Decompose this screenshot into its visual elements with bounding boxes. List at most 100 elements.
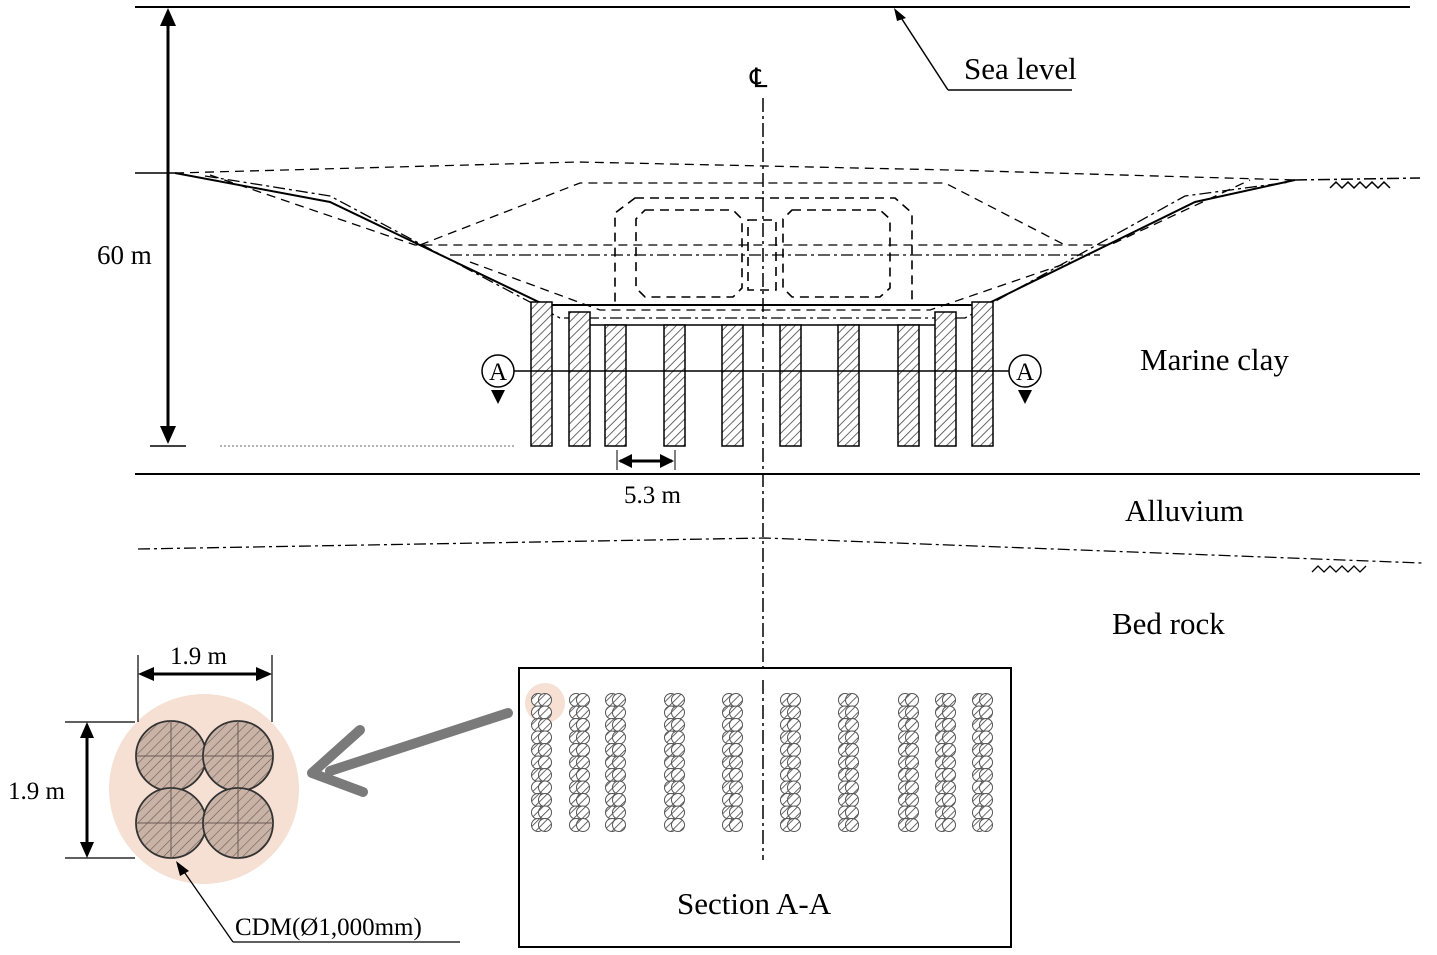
cdm-column-plan — [905, 780, 919, 795]
cdm-column-plan — [942, 755, 956, 770]
cdm-label: CDM(Ø1,000mm) — [235, 914, 422, 941]
cdm-column-elevation — [530, 301, 553, 447]
cdm-column-elevation — [837, 324, 860, 447]
cdm-column-plan — [845, 818, 859, 832]
seabed-line — [135, 172, 1421, 190]
cdm-column-plan — [905, 805, 919, 820]
cdm-column-plan — [845, 743, 859, 757]
cdm-column-plan — [671, 693, 685, 707]
cdm-column-plan — [979, 730, 993, 745]
cdm-detail-group — [135, 720, 274, 859]
cdm-column-plan — [538, 693, 552, 707]
cdm-column-plan — [576, 718, 590, 732]
cdm-column-plan — [845, 768, 859, 782]
cdm-column-plan — [905, 730, 919, 745]
cdm-column-plan — [905, 818, 919, 832]
cdm-column-plan — [942, 718, 956, 732]
cdm-column-plan — [729, 818, 743, 832]
cdm-columns-elevation — [530, 301, 994, 447]
cdm-column-plan — [942, 805, 956, 820]
cdm-column-plan — [671, 743, 685, 757]
cdm-column-plan — [845, 705, 859, 720]
cdm-columns-plan — [531, 693, 993, 832]
section-marker-left-label: A — [489, 359, 507, 386]
cdm-column-plan — [905, 718, 919, 732]
cdm-column-elevation — [779, 324, 802, 447]
cdm-column-plan — [576, 768, 590, 782]
cdm-column-plan — [538, 793, 552, 807]
cdm-column-plan — [942, 743, 956, 757]
cdm-column-plan — [729, 755, 743, 770]
cdm-column-plan — [538, 755, 552, 770]
section-title: Section A-A — [677, 886, 832, 921]
cdm-column-plan — [671, 818, 685, 832]
cdm-column-plan — [905, 755, 919, 770]
cdm-column-plan — [538, 743, 552, 757]
cdm-column-plan — [671, 755, 685, 770]
cdm-column-plan — [612, 768, 626, 782]
cdm-circle — [135, 787, 207, 859]
section-marker-right — [1008, 354, 1042, 404]
cdm-column-plan — [905, 793, 919, 807]
cdm-column-plan — [979, 805, 993, 820]
detail-height-label: 1.9 m — [8, 778, 66, 805]
cdm-column-plan — [979, 693, 993, 707]
cdm-column-plan — [845, 718, 859, 732]
cdm-column-plan — [729, 780, 743, 795]
cdm-column-plan — [612, 818, 626, 832]
cdm-column-plan — [729, 743, 743, 757]
cdm-column-plan — [942, 730, 956, 745]
cdm-column-plan — [671, 805, 685, 820]
cdm-column-plan — [787, 705, 801, 720]
cdm-column-plan — [576, 693, 590, 707]
detail-highlight — [109, 694, 299, 884]
cdm-column-elevation — [604, 324, 627, 447]
cdm-column-plan — [942, 780, 956, 795]
marine-clay-label: Marine clay — [1140, 342, 1289, 377]
section-marker-right-label: A — [1016, 359, 1034, 386]
cdm-column-plan — [729, 768, 743, 782]
cdm-column-plan — [787, 755, 801, 770]
cdm-column-plan — [905, 768, 919, 782]
cdm-column-plan — [905, 693, 919, 707]
trench-outline — [174, 161, 1296, 319]
cdm-column-plan — [979, 780, 993, 795]
cdm-column-plan — [576, 705, 590, 720]
centerline-symbol: ℄ — [749, 63, 768, 93]
cdm-column-plan — [612, 743, 626, 757]
cdm-column-plan — [729, 730, 743, 745]
cdm-column-plan — [787, 730, 801, 745]
cdm-column-plan — [845, 780, 859, 795]
cdm-column-plan — [538, 730, 552, 745]
detail-height-dimension — [65, 721, 135, 859]
cdm-column-plan — [576, 730, 590, 745]
cdm-column-plan — [612, 705, 626, 720]
detail-pointer-arrow — [307, 708, 513, 797]
cdm-column-plan — [942, 793, 956, 807]
cdm-column-plan — [612, 693, 626, 707]
cdm-column-plan — [787, 718, 801, 732]
cdm-column-plan — [787, 805, 801, 820]
cdm-column-plan — [538, 780, 552, 795]
cdm-circle — [202, 720, 274, 792]
cdm-column-plan — [905, 705, 919, 720]
cdm-column-plan — [671, 780, 685, 795]
tunnel-box — [614, 197, 913, 306]
cdm-column-plan — [576, 755, 590, 770]
cdm-column-plan — [787, 818, 801, 832]
cdm-column-plan — [905, 743, 919, 757]
cdm-column-plan — [729, 693, 743, 707]
cdm-column-plan — [845, 755, 859, 770]
cdm-column-plan — [979, 768, 993, 782]
cdm-column-plan — [576, 780, 590, 795]
cdm-column-elevation — [897, 324, 920, 447]
cdm-column-plan — [538, 805, 552, 820]
cdm-column-plan — [538, 768, 552, 782]
cdm-column-plan — [538, 705, 552, 720]
alluvium-label: Alluvium — [1125, 493, 1244, 528]
section-a-a-box — [518, 667, 1012, 948]
cdm-column-plan — [845, 793, 859, 807]
cdm-column-plan — [671, 730, 685, 745]
cdm-column-plan — [576, 818, 590, 832]
cdm-column-elevation — [663, 324, 686, 447]
